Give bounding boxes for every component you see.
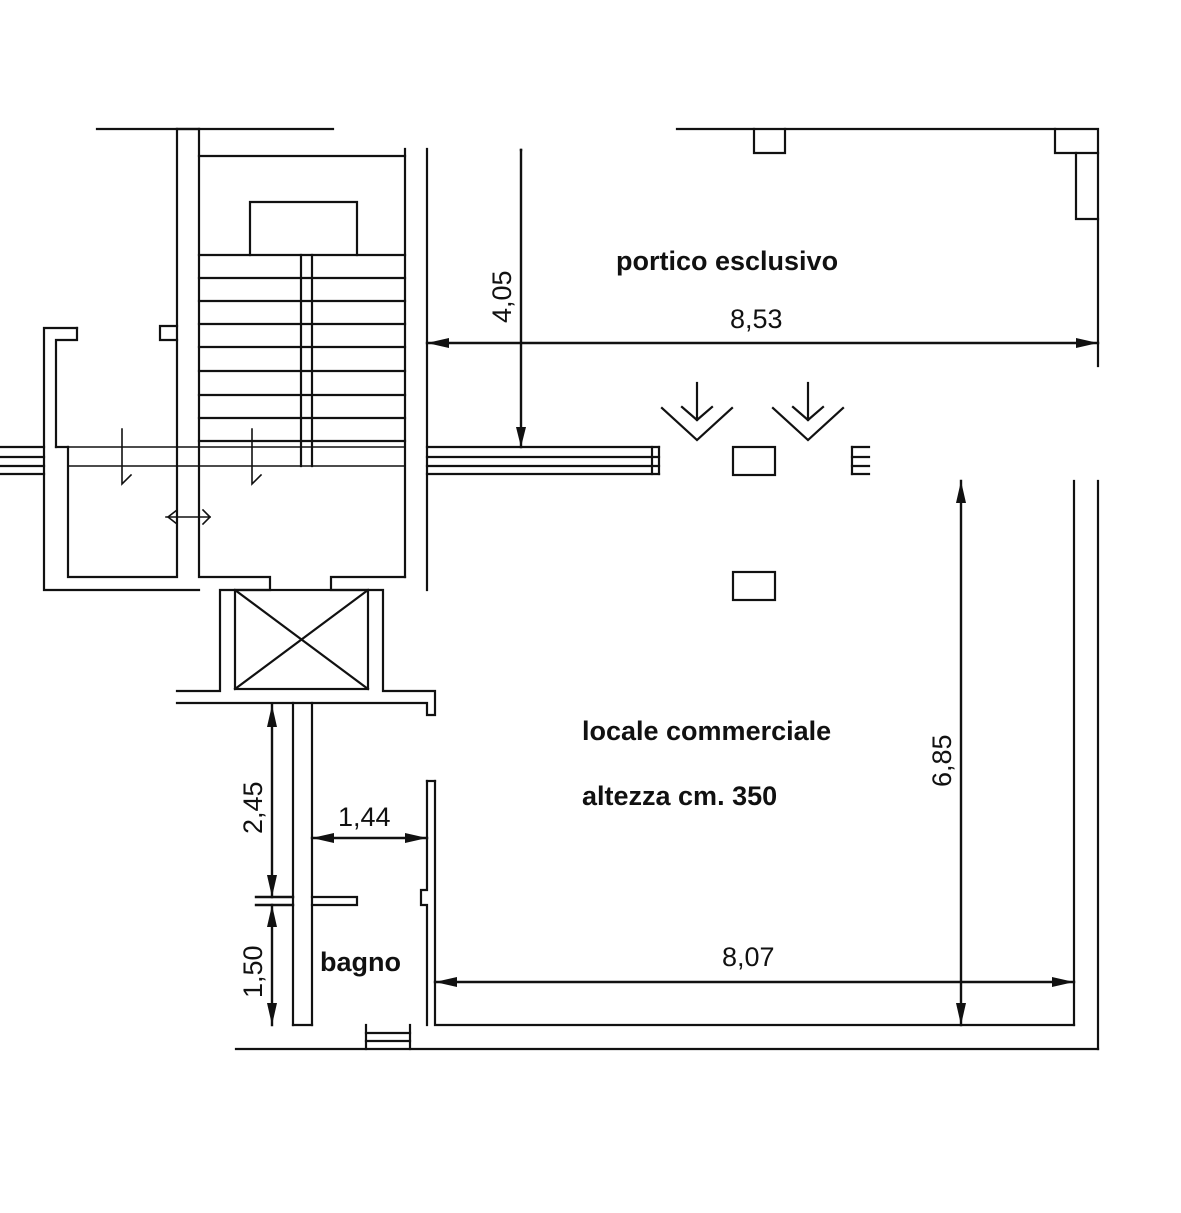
entrance-arrows: [660, 381, 845, 442]
dim-corridor-length: 2,45: [238, 781, 268, 834]
dim-bagno-length: 1,50: [238, 945, 268, 998]
pillar: [731, 570, 777, 602]
staircase: [121, 200, 407, 526]
elevator-shaft: [233, 588, 370, 691]
label-locale: locale commerciale: [582, 716, 831, 746]
room-labels: portico esclusivo locale commerciale alt…: [320, 246, 838, 977]
label-altezza: altezza cm. 350: [582, 781, 777, 811]
label-bagno: bagno: [320, 947, 401, 977]
dimension-lines: [254, 148, 1100, 1027]
dim-corridor-width: 1,44: [338, 802, 391, 832]
label-portico: portico esclusivo: [616, 246, 838, 276]
pillars: [731, 445, 777, 602]
dim-portico-width: 8,53: [730, 304, 783, 334]
dim-locale-width: 8,07: [722, 942, 775, 972]
pillar: [731, 445, 777, 477]
dim-locale-depth: 6,85: [927, 734, 957, 787]
dimension-labels: 8,53 8,07 1,44 4,05 6,85 2,45 1,50: [238, 270, 957, 998]
walls: [0, 127, 1100, 1051]
dim-portico-depth: 4,05: [487, 270, 517, 323]
